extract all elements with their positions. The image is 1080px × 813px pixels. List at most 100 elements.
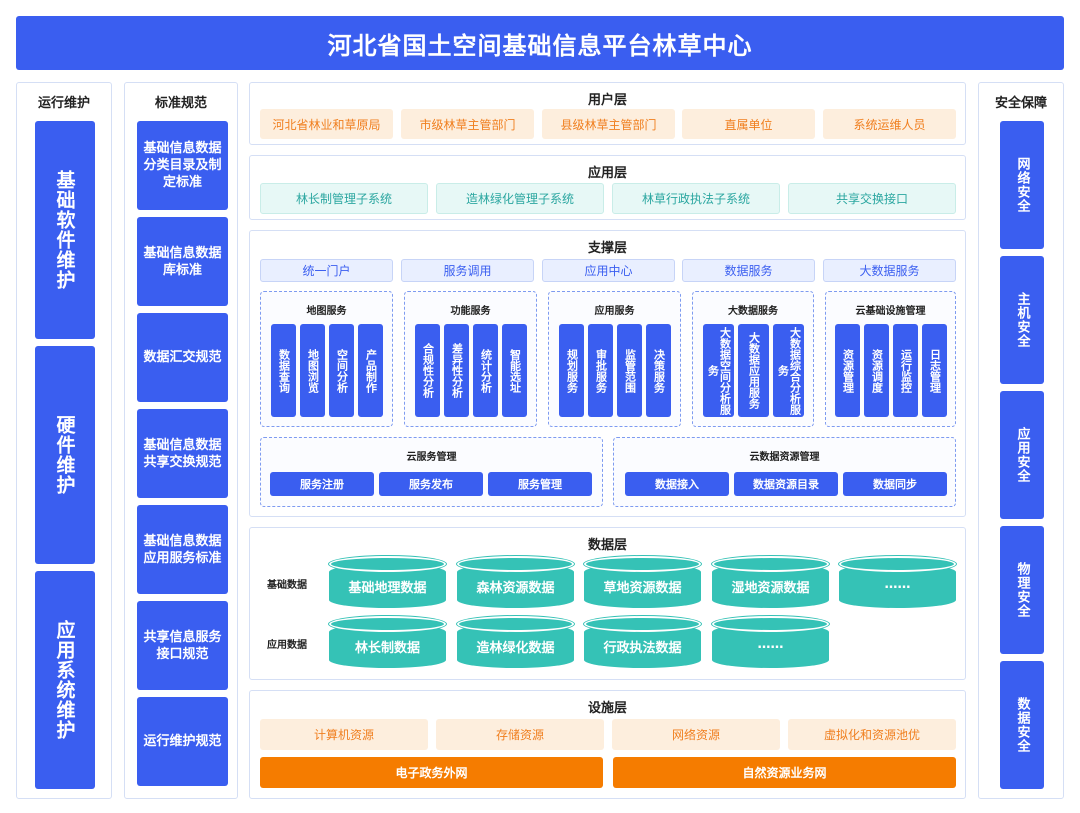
security-panel: 安全保障 网络安全 主机安全 应用安全 物理安全 数据安全 [978, 82, 1064, 799]
cloud-service-item: 服务发布 [379, 472, 483, 496]
group-map-service: 地图服务 数据查询 地图浏览 空间分析 产品制作 [260, 291, 393, 427]
infra-item: 网络资源 [612, 719, 780, 750]
infra-item: 存储资源 [436, 719, 604, 750]
data-cylinder-label: 森林资源数据 [476, 581, 555, 596]
cloud-data-item: 数据同步 [843, 472, 947, 496]
service-item: 资源管理 [835, 324, 860, 417]
service-item: 运行监控 [893, 324, 918, 417]
service-item: 规划服务 [559, 324, 584, 417]
security-item-network: 网络安全 [1000, 121, 1044, 249]
user-item: 系统运维人员 [823, 109, 956, 139]
app-item: 造林绿化管理子系统 [436, 183, 604, 214]
support-tab: 服务调用 [401, 259, 534, 282]
user-layer: 用户层 河北省林业和草原局 市级林草主管部门 县级林草主管部门 直属单位 系统运… [249, 82, 966, 145]
data-cylinder: …… [712, 616, 829, 668]
group-title: 云基础设施管理 [855, 306, 926, 317]
page-title: 河北省国土空间基础信息平台林草中心 [16, 16, 1064, 70]
group-title: 功能服务 [450, 306, 491, 317]
ops-panel: 运行维护 基础软件维护 硬件维护 应用系统维护 [16, 82, 112, 799]
data-cylinder-label: 草地资源数据 [603, 581, 682, 596]
data-cylinder: …… [839, 556, 956, 608]
standard-item: 运行维护规范 [137, 697, 228, 786]
app-layer-title: 应用层 [587, 166, 627, 181]
user-layer-title: 用户层 [587, 93, 627, 108]
data-cylinder: 行政执法数据 [584, 616, 701, 668]
service-item: 大数据空间分析服务 [703, 324, 734, 417]
ops-header: 运行维护 [37, 96, 90, 111]
standard-item: 共享信息服务接口规范 [137, 601, 228, 690]
support-tab: 应用中心 [542, 259, 675, 282]
cloud-data-item: 数据资源目录 [734, 472, 838, 496]
support-tab: 统一门户 [260, 259, 393, 282]
support-layer: 支撑层 统一门户 服务调用 应用中心 数据服务 大数据服务 地图服务 数据查询 … [249, 230, 966, 517]
service-item: 合规性分析 [415, 324, 440, 417]
infra-item: 计算机资源 [260, 719, 428, 750]
user-item: 河北省林业和草原局 [260, 109, 393, 139]
data-layer-title: 数据层 [587, 538, 627, 553]
basic-data-label: 基础数据 [267, 580, 307, 591]
support-tab: 大数据服务 [823, 259, 956, 282]
standard-item: 数据汇交规范 [137, 313, 228, 402]
cloud-service-item: 服务管理 [488, 472, 592, 496]
data-cylinder-label: …… [884, 577, 911, 592]
ops-item-software: 基础软件维护 [35, 121, 95, 339]
infra-item: 虚拟化和资源池优 [788, 719, 956, 750]
service-item: 智能选址 [502, 324, 527, 417]
group-function-service: 功能服务 合规性分析 差异性分析 统计分析 智能选址 [404, 291, 537, 427]
group-title: 大数据服务 [728, 306, 778, 317]
standard-item: 基础信息数据共享交换规范 [137, 409, 228, 498]
user-item: 直属单位 [682, 109, 815, 139]
standard-item: 基础信息数据应用服务标准 [137, 505, 228, 594]
service-item: 数据查询 [271, 324, 296, 417]
data-cylinder-label: 林长制数据 [354, 641, 420, 656]
app-item: 林长制管理子系统 [260, 183, 428, 214]
service-item: 决策服务 [646, 324, 671, 417]
network-bar: 电子政务外网 [260, 757, 603, 788]
data-cylinder-label: …… [757, 637, 784, 652]
service-item: 差异性分析 [444, 324, 469, 417]
data-layer: 数据层 基础数据 应用数据 基础地理数据 森林资源数据 草地资源数据 湿地资源数… [249, 527, 966, 680]
data-cylinder-label: 造林绿化数据 [476, 641, 555, 656]
service-item: 大数据综合分析服务 [773, 324, 804, 417]
security-item-host: 主机安全 [1000, 256, 1044, 384]
group-cloud-service: 云服务管理 服务注册 服务发布 服务管理 [260, 437, 603, 507]
app-item: 共享交换接口 [788, 183, 956, 214]
app-layer: 应用层 林长制管理子系统 造林绿化管理子系统 林草行政执法子系统 共享交换接口 [249, 155, 966, 220]
service-item: 日志管理 [922, 324, 947, 417]
data-cylinder: 湿地资源数据 [712, 556, 829, 608]
group-application-service: 应用服务 规划服务 审批服务 监管范围 决策服务 [548, 291, 681, 427]
data-cylinder-label: 基础地理数据 [348, 581, 427, 596]
support-tab: 数据服务 [682, 259, 815, 282]
group-title: 云服务管理 [406, 452, 457, 463]
data-cylinder: 造林绿化数据 [457, 616, 574, 668]
security-header: 安全保障 [994, 96, 1047, 111]
standard-item: 基础信息数据分类目录及制定标准 [137, 121, 228, 210]
ops-item-appsystem: 应用系统维护 [35, 571, 95, 789]
app-item: 林草行政执法子系统 [612, 183, 780, 214]
service-item: 资源调度 [864, 324, 889, 417]
group-cloud-infra: 云基础设施管理 资源管理 资源调度 运行监控 日志管理 [825, 291, 956, 427]
user-item: 市级林草主管部门 [401, 109, 534, 139]
security-item-physical: 物理安全 [1000, 526, 1044, 654]
user-item: 县级林草主管部门 [542, 109, 675, 139]
standard-item: 基础信息数据库标准 [137, 217, 228, 306]
standards-panel: 标准规范 基础信息数据分类目录及制定标准 基础信息数据库标准 数据汇交规范 基础… [124, 82, 238, 799]
cloud-service-item: 服务注册 [270, 472, 374, 496]
group-title: 云数据资源管理 [749, 452, 820, 463]
standards-header: 标准规范 [154, 96, 207, 111]
infra-layer-title: 设施层 [587, 701, 627, 716]
infra-layer: 设施层 计算机资源 存储资源 网络资源 虚拟化和资源池优 电子政务外网 自然资源… [249, 690, 966, 799]
network-bar: 自然资源业务网 [613, 757, 956, 788]
group-bigdata-service: 大数据服务 大数据空间分析服务 大数据应用服务 大数据综合分析服务 [692, 291, 814, 427]
service-item: 审批服务 [588, 324, 613, 417]
cloud-data-item: 数据接入 [625, 472, 729, 496]
ops-item-hardware: 硬件维护 [35, 346, 95, 564]
data-cylinder-label: 行政执法数据 [603, 641, 682, 656]
app-data-label: 应用数据 [267, 640, 307, 651]
service-item: 统计分析 [473, 324, 498, 417]
group-cloud-data: 云数据资源管理 数据接入 数据资源目录 数据同步 [613, 437, 956, 507]
service-item: 空间分析 [329, 324, 354, 417]
data-cylinder-label: 湿地资源数据 [731, 581, 810, 596]
group-title: 应用服务 [594, 306, 635, 317]
data-cylinder: 草地资源数据 [584, 556, 701, 608]
